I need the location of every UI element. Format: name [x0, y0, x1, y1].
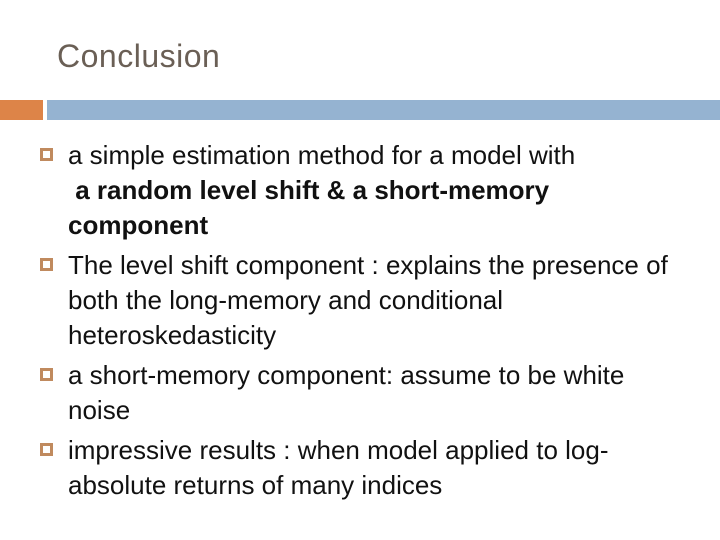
bullet-line: a simple estimation method for a model w… [68, 140, 576, 170]
bullet-text: a simple estimation method for a model w… [68, 138, 712, 243]
accent-bar-blue-strip [47, 100, 720, 120]
slide-title: Conclusion [57, 38, 221, 74]
bullet-line: absolute returns of many indices [68, 470, 443, 500]
bullet-line: component [68, 210, 209, 240]
bullet-text: The level shift component : explains the… [68, 248, 712, 353]
bullet-line: heteroskedasticity [68, 320, 277, 350]
bullet-line: a random level shift & a short-memory [68, 175, 550, 205]
bullet-line: The level shift component : explains the… [68, 250, 668, 280]
accent-bar [0, 100, 720, 120]
bullet-square-icon [40, 258, 53, 271]
bullet-item: The level shift component : explains the… [40, 248, 712, 353]
bullet-item: a simple estimation method for a model w… [40, 138, 712, 243]
bullet-line: both the long-memory and conditional [68, 285, 504, 315]
accent-bar-orange-block [0, 100, 43, 120]
bullet-text: a short-memory component: assume to be w… [68, 358, 712, 428]
bullet-square-icon [40, 368, 53, 381]
bullet-list: a simple estimation method for a model w… [40, 138, 712, 508]
bullet-square-icon [40, 443, 53, 456]
bullet-line: a short-memory component: assume to be w… [68, 360, 625, 390]
bullet-line: impressive results : when model applied … [68, 435, 609, 465]
bullet-item: a short-memory component: assume to be w… [40, 358, 712, 428]
bullet-text: impressive results : when model applied … [68, 433, 712, 503]
bullet-line: noise [68, 395, 131, 425]
bullet-square-icon [40, 148, 53, 161]
bullet-item: impressive results : when model applied … [40, 433, 712, 503]
